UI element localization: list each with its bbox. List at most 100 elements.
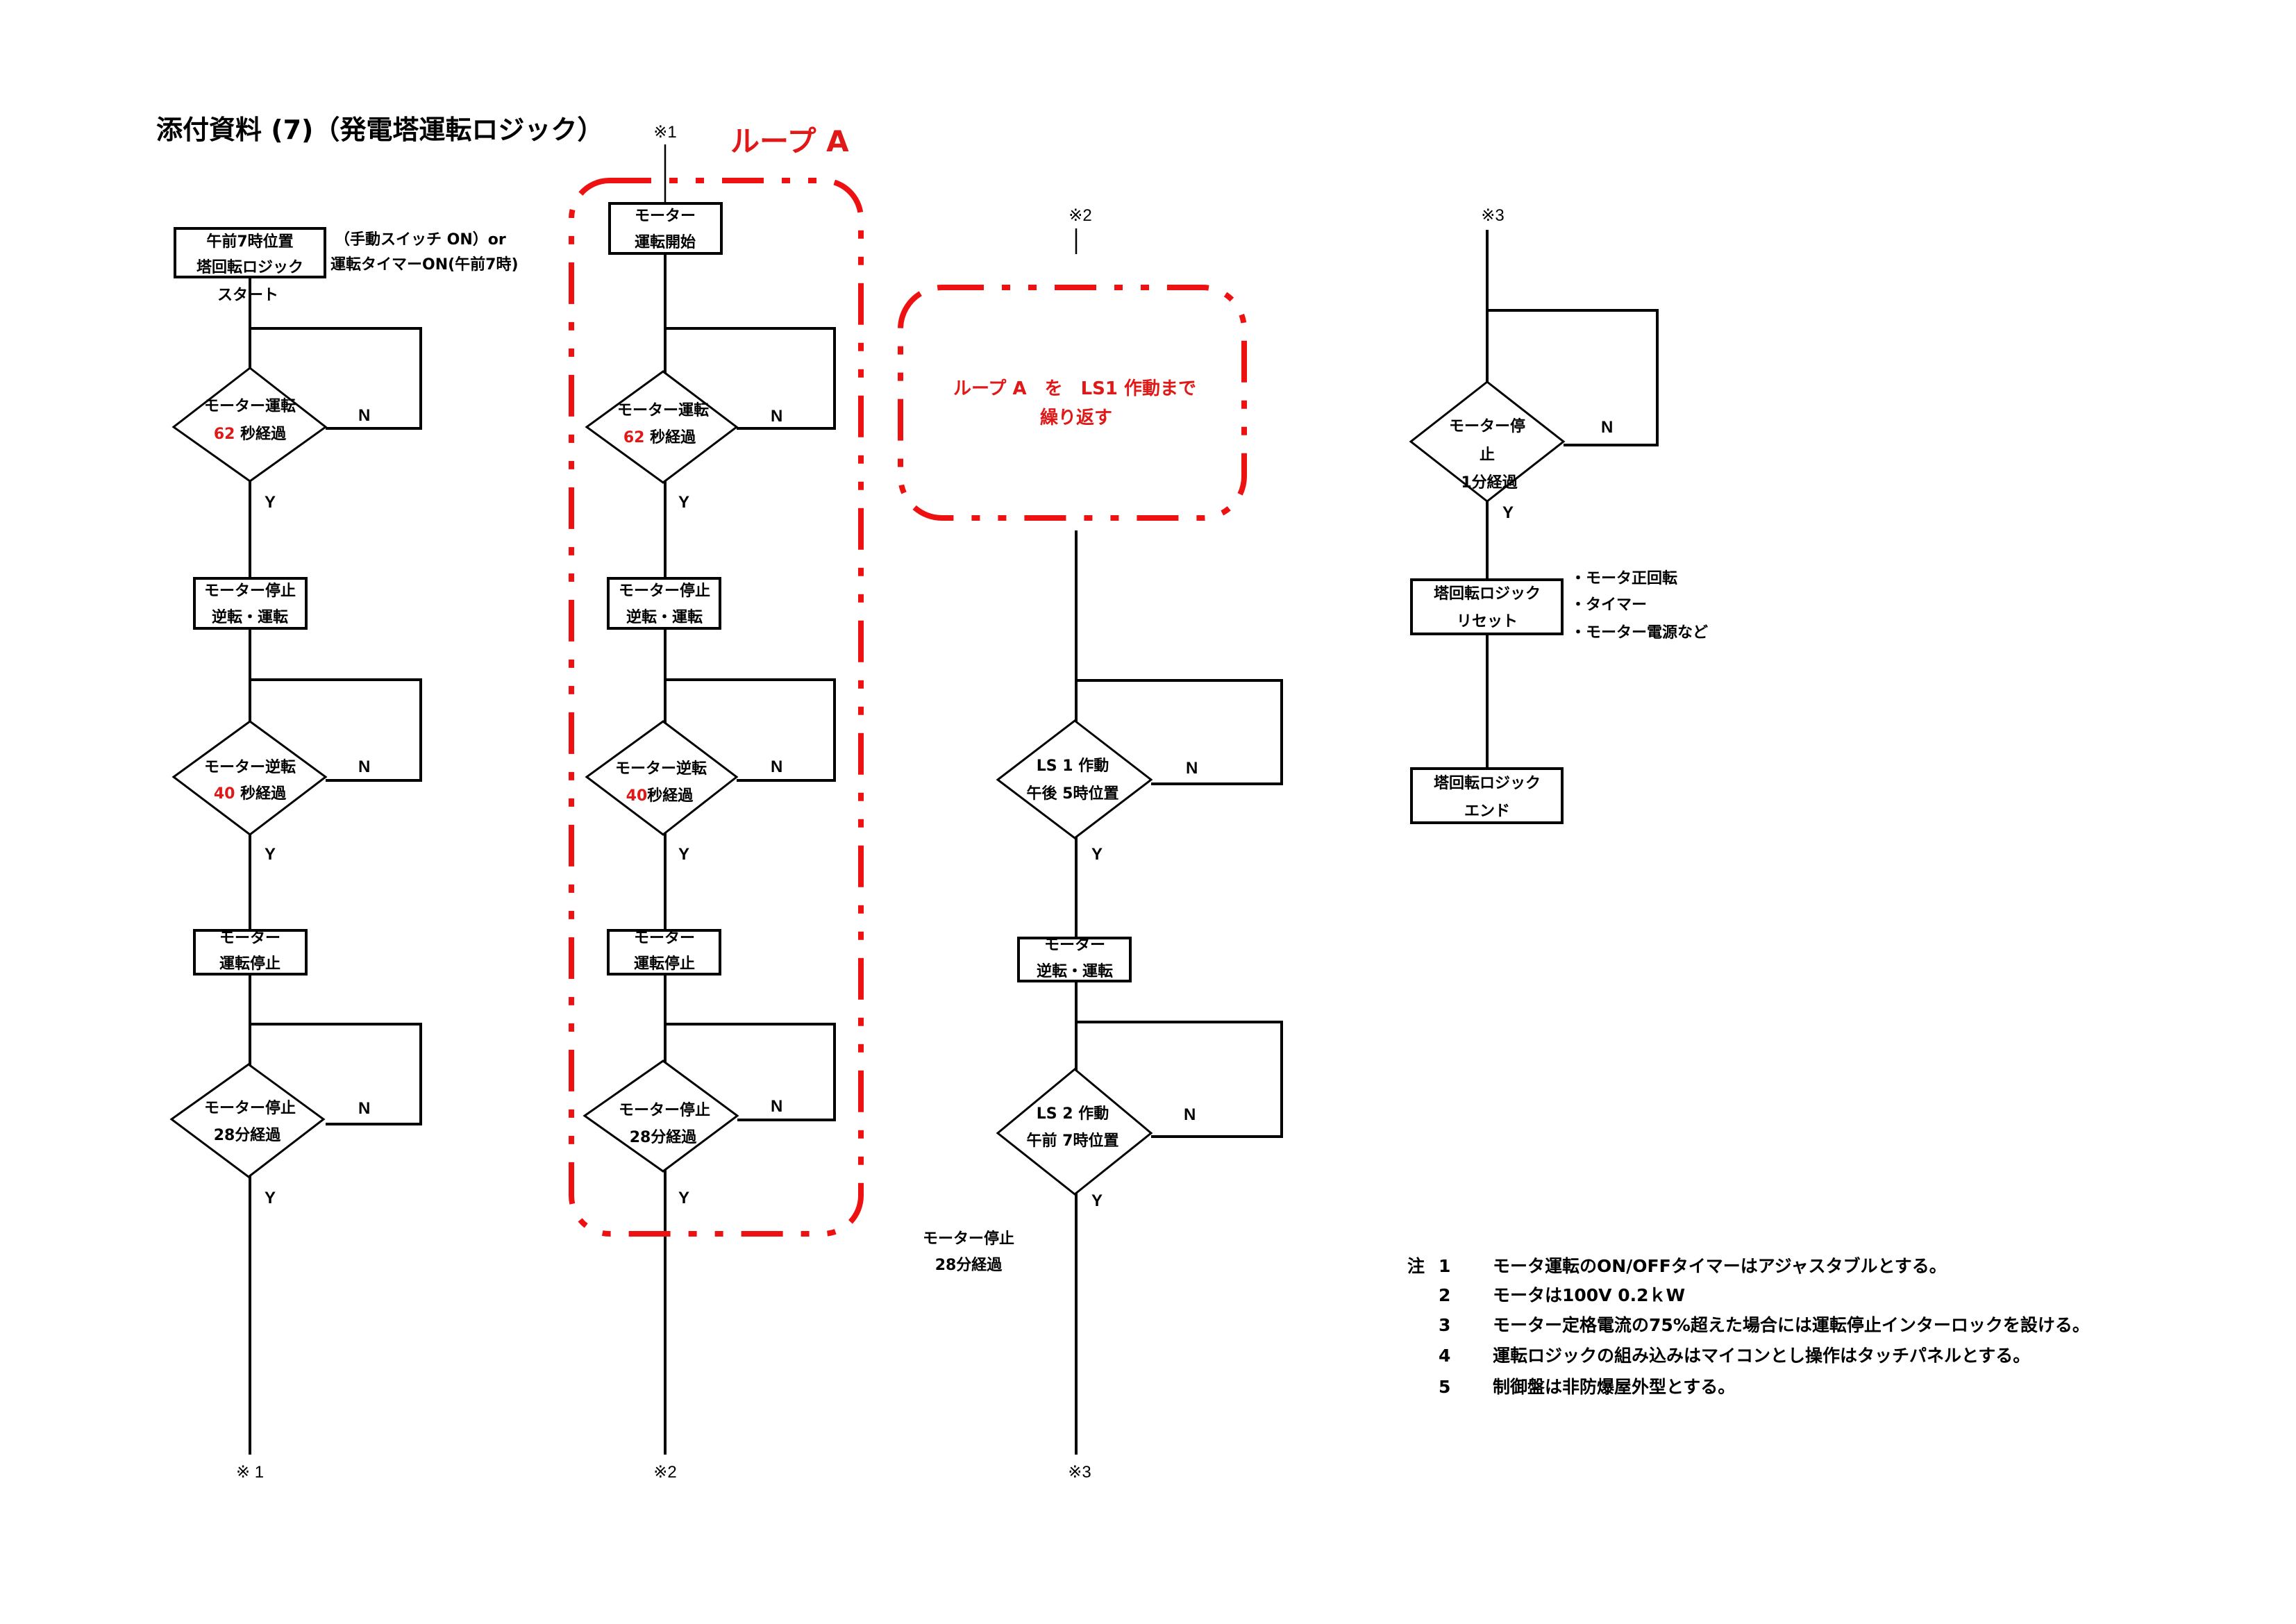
start-box	[174, 227, 326, 278]
decision-stop-28min	[169, 1063, 326, 1178]
duration-unit: 秒経過	[235, 785, 287, 803]
process-text: モーター	[634, 930, 695, 947]
decision-text: 午後 5時位置	[1027, 785, 1119, 803]
start-box-line2: 塔回転ロジック	[196, 258, 303, 276]
process-text: 逆転・運転	[626, 608, 703, 626]
decision-text: 止	[1480, 446, 1495, 464]
note-text: 運転ロジックの組み込みはマイコンとし操作はタッチパネルとする。	[1493, 1346, 2030, 1366]
loop-a-repeat-line2: 繰り返す	[1040, 407, 1112, 428]
no-label: N	[358, 757, 370, 776]
decision-text-2: 40秒経過	[626, 787, 694, 805]
column-4: ※3 モーター停 止 1分経過 N Y 塔回転ロジック リセット ・モータ正回転…	[1409, 206, 1708, 824]
process-stop-reverse	[607, 577, 721, 630]
yes-label: Y	[1091, 845, 1103, 864]
note-number: 5	[1439, 1377, 1450, 1397]
process-text: 逆転・運転	[1037, 962, 1113, 980]
no-label: N	[1601, 418, 1613, 437]
connector-3-bottom: ※3	[1068, 1463, 1091, 1482]
notes-prefix: 注	[1407, 1256, 1425, 1276]
yes-label: Y	[1091, 1191, 1103, 1210]
connector-2-top: ※2	[1069, 206, 1091, 225]
page-title: 添付資料 (7)（発電塔運転ロジック）	[156, 115, 603, 145]
decision-text: モーター運転	[204, 397, 296, 415]
loop-a-boundary	[569, 178, 864, 1237]
process-text: モーター	[219, 930, 280, 947]
end-box-text: 塔回転ロジック	[1434, 774, 1541, 792]
decision-text: 28分経過	[214, 1126, 282, 1144]
side-note-line2: 28分経過	[935, 1256, 1003, 1274]
side-note-line1: モーター停止	[923, 1230, 1014, 1248]
column-1: 午前7時位置 塔回転ロジック （手動スイッチ ON）or 運転タイマーON(午前…	[169, 227, 519, 1482]
decision-text: モーター停止	[204, 1099, 296, 1117]
end-box	[1410, 767, 1564, 824]
decision-text: モーター停止	[619, 1101, 710, 1119]
duration-value: 62	[214, 426, 235, 443]
no-label: N	[358, 1099, 370, 1118]
no-loop-line	[250, 1023, 422, 1125]
decision-stop-28min	[583, 1060, 739, 1173]
decision-text: モーター運転	[617, 401, 709, 419]
connector-1-bottom: ※ 1	[236, 1463, 264, 1482]
note-number: 3	[1439, 1315, 1450, 1335]
decision-text: モーター停	[1449, 417, 1525, 435]
decision-motor-run-62s	[585, 370, 739, 484]
duration-value: 62	[623, 429, 645, 446]
yes-label: Y	[265, 845, 276, 864]
loop-a-label: ループ A	[730, 124, 849, 158]
yes-label: Y	[265, 493, 276, 512]
decision-text-2: 40 秒経過	[214, 785, 287, 803]
no-loop-line	[250, 678, 422, 782]
end-box-text: エンド	[1464, 803, 1510, 820]
no-loop-line	[1076, 679, 1283, 785]
loop-a-repeat-box	[898, 285, 1247, 521]
decision-motor-reverse-40s	[585, 720, 739, 836]
note-number: 2	[1439, 1285, 1450, 1305]
note-text: モーター定格電流の75%超えた場合には運転停止インターロックを設ける。	[1493, 1315, 2090, 1335]
connector-2-bottom: ※2	[653, 1463, 676, 1482]
start-label: スタート	[217, 287, 278, 304]
process-text: モーター停止	[619, 582, 710, 600]
duration-unit: 秒経過	[647, 787, 694, 805]
no-loop-line	[665, 1023, 836, 1121]
note-text: 制御盤は非防爆屋外型とする。	[1493, 1377, 1735, 1397]
reset-box	[1410, 578, 1564, 635]
decision-text: LS 1 作動	[1037, 757, 1109, 775]
notes: 注 1 モータ運転のON/OFFタイマーはアジャスタブルとする。 2 モータは1…	[1407, 1256, 2090, 1397]
process-text: 運転開始	[635, 233, 696, 251]
process-text: 逆転・運転	[212, 608, 288, 626]
note-number: 4	[1439, 1346, 1450, 1366]
decision-text: 28分経過	[630, 1128, 698, 1146]
connector-1-top: ※1	[653, 123, 676, 142]
no-loop-line	[1487, 309, 1659, 446]
decision-text: LS 2 作動	[1037, 1105, 1109, 1123]
note-text: モータ運転のON/OFFタイマーはアジャスタブルとする。	[1493, 1256, 1947, 1276]
yes-label: Y	[1502, 503, 1514, 522]
decision-motor-run-62s	[171, 367, 328, 483]
decision-motor-reverse-40s	[171, 720, 328, 836]
start-note-line2: 運転タイマーON(午前7時)	[330, 256, 519, 274]
process-text: 運転停止	[219, 955, 280, 973]
yes-label: Y	[678, 493, 689, 512]
process-stop-reverse	[193, 577, 308, 630]
process-motor-stop	[607, 929, 721, 976]
no-loop-line	[1076, 1021, 1283, 1138]
process-reverse-run	[1017, 937, 1132, 982]
reset-box-text: リセット	[1457, 613, 1518, 630]
decision-text-2: 62 秒経過	[214, 425, 287, 443]
no-label: N	[771, 757, 782, 776]
no-label: N	[1184, 1105, 1196, 1124]
decision-text: 1分経過	[1461, 474, 1518, 492]
reset-box-text: 塔回転ロジック	[1434, 585, 1541, 603]
note-number: 1	[1439, 1256, 1450, 1276]
note-text: モータは100V 0.2ｋW	[1493, 1285, 1685, 1305]
process-text: モーター停止	[204, 582, 296, 600]
loop-a-repeat-line1: ループ A を LS1 作動まで	[953, 378, 1196, 399]
duration-unit: 秒経過	[235, 425, 287, 443]
process-text: モーター	[1044, 937, 1105, 954]
decision-text: 午前 7時位置	[1027, 1132, 1119, 1150]
column-3: ※2 ループ A を LS1 作動まで 繰り返す LS 1 作動 午後 5時位置…	[898, 206, 1283, 1482]
duration-unit: 秒経過	[644, 428, 696, 446]
yes-label: Y	[678, 845, 689, 864]
no-loop-line	[665, 327, 836, 430]
decision-ls1-5pm	[996, 719, 1153, 839]
